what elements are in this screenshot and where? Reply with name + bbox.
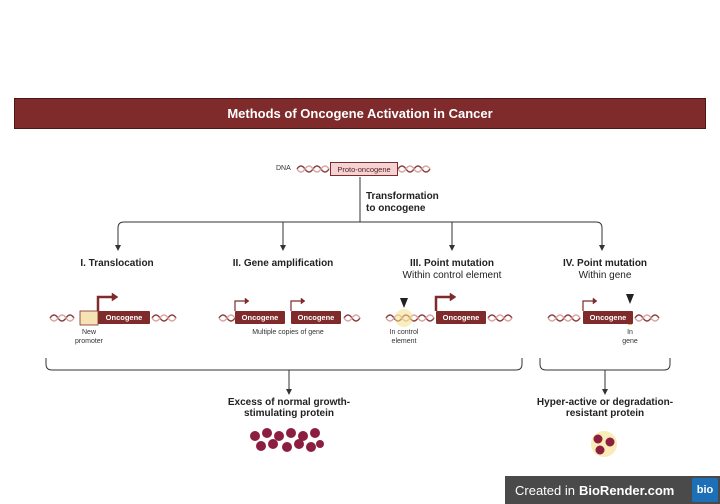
outcome-left-line1: Excess of normal growth-: [227, 397, 351, 408]
outcome-right-line1: Hyper-active or degradation-: [536, 397, 674, 408]
biorender-logo-icon: bio: [692, 478, 718, 502]
new-promoter-label-line1: New: [81, 329, 97, 336]
new-promoter-box: [79, 310, 99, 326]
mutation-marker-control: [400, 298, 408, 308]
method-3-subtitle: Within control element: [402, 270, 502, 281]
badge-created-in: Created in: [515, 482, 575, 498]
transformation-label-line2: to oncogene: [366, 203, 426, 214]
oncogene-box-amplification-2: Oncogene: [291, 311, 341, 324]
new-promoter-label-line2: promoter: [74, 338, 104, 345]
oncogene-box-translocation: Oncogene: [98, 311, 150, 324]
promoter-arrows: [96, 292, 598, 311]
badge-brand: BioRender.com: [578, 482, 675, 498]
diagram-title: Methods of Oncogene Activation in Cancer: [14, 98, 706, 129]
outcome-left-line2: stimulating protein: [244, 408, 334, 419]
biorender-badge[interactable]: Created in BioRender.com bio: [505, 476, 720, 504]
method-4-title: IV. Point mutation: [562, 258, 648, 269]
in-control-label-line1: In control: [389, 329, 419, 336]
oncogene-box-amplification-1: Oncogene: [235, 311, 285, 324]
method-2-title: II. Gene amplification: [232, 258, 334, 269]
in-control-label-line2: element: [391, 338, 417, 345]
mutation-marker-gene: [626, 294, 634, 304]
oncogene-box-gene-mutation: Oncogene: [583, 311, 633, 324]
proto-oncogene-box: Proto-oncogene: [330, 162, 398, 176]
method-4-subtitle: Within gene: [578, 270, 632, 281]
mutation-glow-control: [395, 309, 413, 327]
method-3-title: III. Point mutation: [410, 258, 494, 269]
protein-cluster-left: [250, 428, 324, 452]
in-gene-label-line1: In: [627, 329, 633, 336]
dna-label: DNA: [276, 165, 291, 172]
in-gene-label-line2: gene: [622, 338, 638, 345]
oncogene-box-control-mutation: Oncogene: [436, 311, 486, 324]
transformation-label-line1: Transformation: [366, 191, 439, 202]
multiple-copies-label: Multiple copies of gene: [252, 329, 324, 336]
dna-helix-top: [296, 165, 431, 173]
method-1-title: I. Translocation: [80, 258, 154, 269]
outcome-right-line2: resistant protein: [565, 408, 645, 419]
protein-cluster-right: [593, 434, 615, 455]
